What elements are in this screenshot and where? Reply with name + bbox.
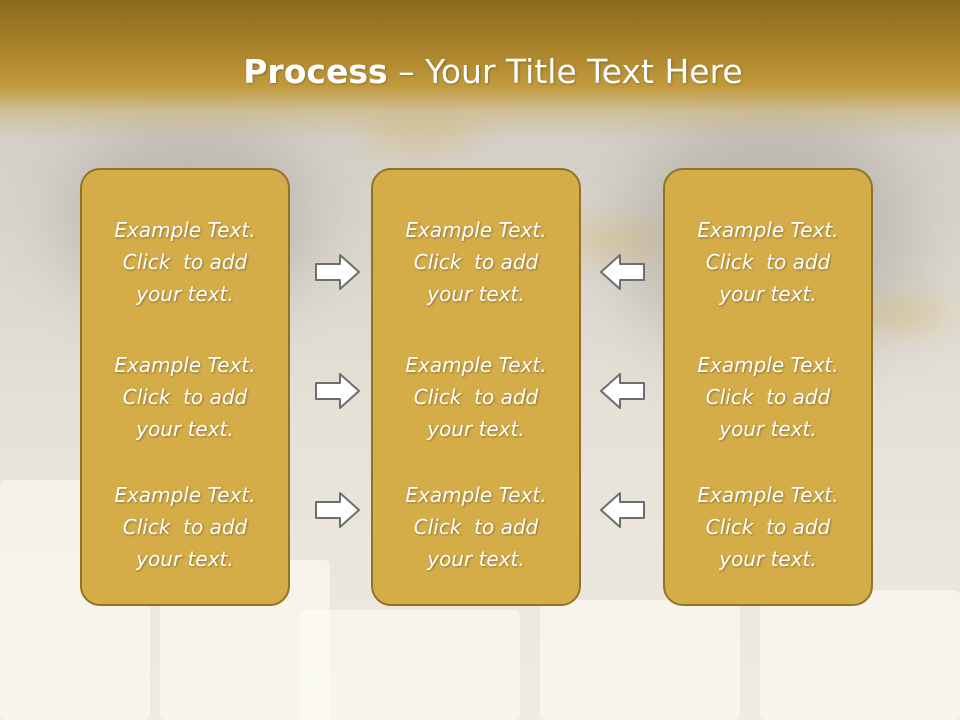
arrow-right-icon[interactable]	[314, 371, 362, 411]
text-line: Example Text.	[697, 218, 839, 242]
text-block[interactable]: Example Text. Click to add your text.	[82, 479, 288, 575]
text-block[interactable]: Example Text. Click to add your text.	[665, 214, 871, 310]
arrow-left-icon[interactable]	[598, 490, 646, 530]
text-line: Click to add	[705, 250, 831, 274]
title-bold: Process	[243, 52, 388, 91]
text-line: Example Text.	[114, 483, 256, 507]
text-line: Example Text.	[697, 353, 839, 377]
text-block[interactable]: Example Text. Click to add your text.	[373, 479, 579, 575]
text-line: Click to add	[413, 385, 539, 409]
text-line: your text.	[719, 547, 817, 571]
text-line: Click to add	[122, 385, 248, 409]
text-block[interactable]: Example Text. Click to add your text.	[82, 349, 288, 445]
text-line: your text.	[719, 417, 817, 441]
arrow-left-icon[interactable]	[598, 371, 646, 411]
panel-left[interactable]: Example Text. Click to add your text. Ex…	[80, 168, 290, 606]
text-line: Click to add	[413, 515, 539, 539]
text-line: Example Text.	[405, 483, 547, 507]
text-line: Click to add	[122, 250, 248, 274]
panel-right[interactable]: Example Text. Click to add your text. Ex…	[663, 168, 873, 606]
text-line: your text.	[136, 547, 234, 571]
text-line: Example Text.	[114, 218, 256, 242]
text-line: Example Text.	[697, 483, 839, 507]
text-line: Example Text.	[114, 353, 256, 377]
text-line: Click to add	[122, 515, 248, 539]
text-block[interactable]: Example Text. Click to add your text.	[665, 349, 871, 445]
text-block[interactable]: Example Text. Click to add your text.	[373, 214, 579, 310]
text-line: Click to add	[413, 250, 539, 274]
text-line: your text.	[427, 282, 525, 306]
title-rest: – Your Title Text Here	[387, 52, 743, 91]
text-line: Example Text.	[405, 353, 547, 377]
arrow-left-icon[interactable]	[598, 252, 646, 292]
header-band	[0, 0, 960, 140]
text-block[interactable]: Example Text. Click to add your text.	[82, 214, 288, 310]
slide-title[interactable]: Process – Your Title Text Here	[0, 52, 960, 91]
text-line: your text.	[136, 282, 234, 306]
text-line: your text.	[427, 417, 525, 441]
text-line: Click to add	[705, 515, 831, 539]
text-line: Click to add	[705, 385, 831, 409]
arrow-right-icon[interactable]	[314, 490, 362, 530]
panel-center[interactable]: Example Text. Click to add your text. Ex…	[371, 168, 581, 606]
text-line: your text.	[136, 417, 234, 441]
arrow-right-icon[interactable]	[314, 252, 362, 292]
text-line: your text.	[719, 282, 817, 306]
text-line: Example Text.	[405, 218, 547, 242]
text-line: your text.	[427, 547, 525, 571]
text-block[interactable]: Example Text. Click to add your text.	[373, 349, 579, 445]
text-block[interactable]: Example Text. Click to add your text.	[665, 479, 871, 575]
